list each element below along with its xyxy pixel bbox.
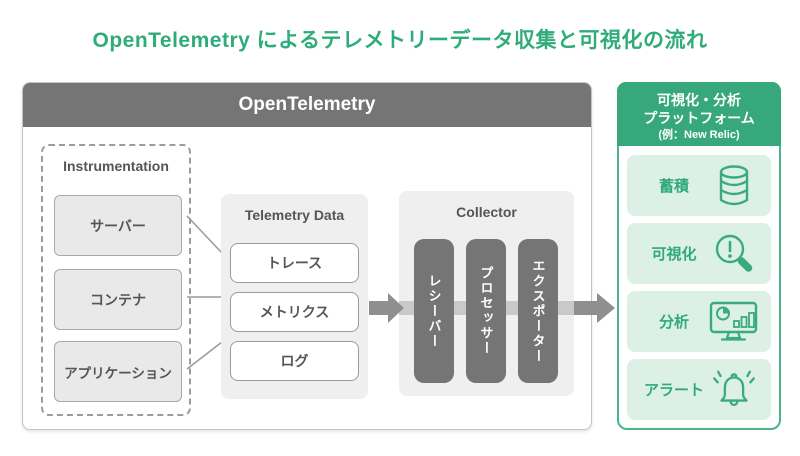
- platform-item-visualization: 可視化: [627, 223, 771, 284]
- instrumentation-item-container: コンテナ: [54, 269, 182, 330]
- page-title: OpenTelemetry によるテレメトリーデータ収集と可視化の流れ: [92, 29, 708, 52]
- collector-item-receiver: レシーバー: [414, 239, 454, 383]
- telemetry-data-panel: Telemetry Data トレース メトリクス ログ: [221, 194, 368, 399]
- telemetry-item-logs: ログ: [230, 341, 359, 381]
- instrumentation-item-application: アプリケーション: [54, 341, 182, 402]
- flow-arrow-left-icon: [369, 293, 404, 323]
- platform-panel: 可視化・分析 プラットフォーム (例：New Relic) 蓄積 可視: [617, 82, 781, 430]
- telemetry-item-metrics: メトリクス: [230, 292, 359, 332]
- database-icon: [709, 161, 759, 211]
- platform-subtitle: (例：New Relic): [658, 129, 740, 141]
- platform-item-analysis-label: 分析: [658, 314, 689, 331]
- telemetry-item-trace: トレース: [230, 243, 359, 283]
- platform-item-visualization-label: 可視化: [651, 246, 697, 263]
- collector-panel: Collector レシーバー プロセッサー エクスポーター: [399, 191, 574, 396]
- platform-item-alert: アラート: [627, 359, 771, 420]
- bell-icon: [709, 365, 759, 415]
- platform-header: 可視化・分析 プラットフォーム (例：New Relic): [617, 82, 781, 146]
- platform-item-storage: 蓄積: [627, 155, 771, 216]
- platform-item-storage-label: 蓄積: [658, 178, 689, 195]
- magnifier-alert-icon: [709, 229, 759, 279]
- opentelemetry-header: OpenTelemetry: [23, 83, 591, 127]
- collector-item-processor: プロセッサー: [466, 239, 506, 383]
- platform-item-analysis: 分析: [627, 291, 771, 352]
- collector-item-exporter: エクスポーター: [518, 239, 558, 383]
- platform-title-line1: 可視化・分析: [657, 92, 741, 108]
- monitor-chart-icon: [709, 297, 759, 347]
- collector-title: Collector: [456, 204, 517, 220]
- platform-title-line2: プラットフォーム: [643, 110, 755, 126]
- platform-item-alert-label: アラート: [643, 382, 704, 399]
- opentelemetry-box: OpenTelemetry Instrumentation サーバー コンテナ …: [22, 82, 615, 430]
- instrumentation-label: Instrumentation: [63, 158, 169, 174]
- flow-arrow-right-icon: [574, 293, 615, 323]
- telemetry-data-title: Telemetry Data: [244, 207, 345, 223]
- instrumentation-group: Instrumentation サーバー コンテナ アプリケーション: [41, 144, 191, 416]
- instrumentation-item-server: サーバー: [54, 195, 182, 256]
